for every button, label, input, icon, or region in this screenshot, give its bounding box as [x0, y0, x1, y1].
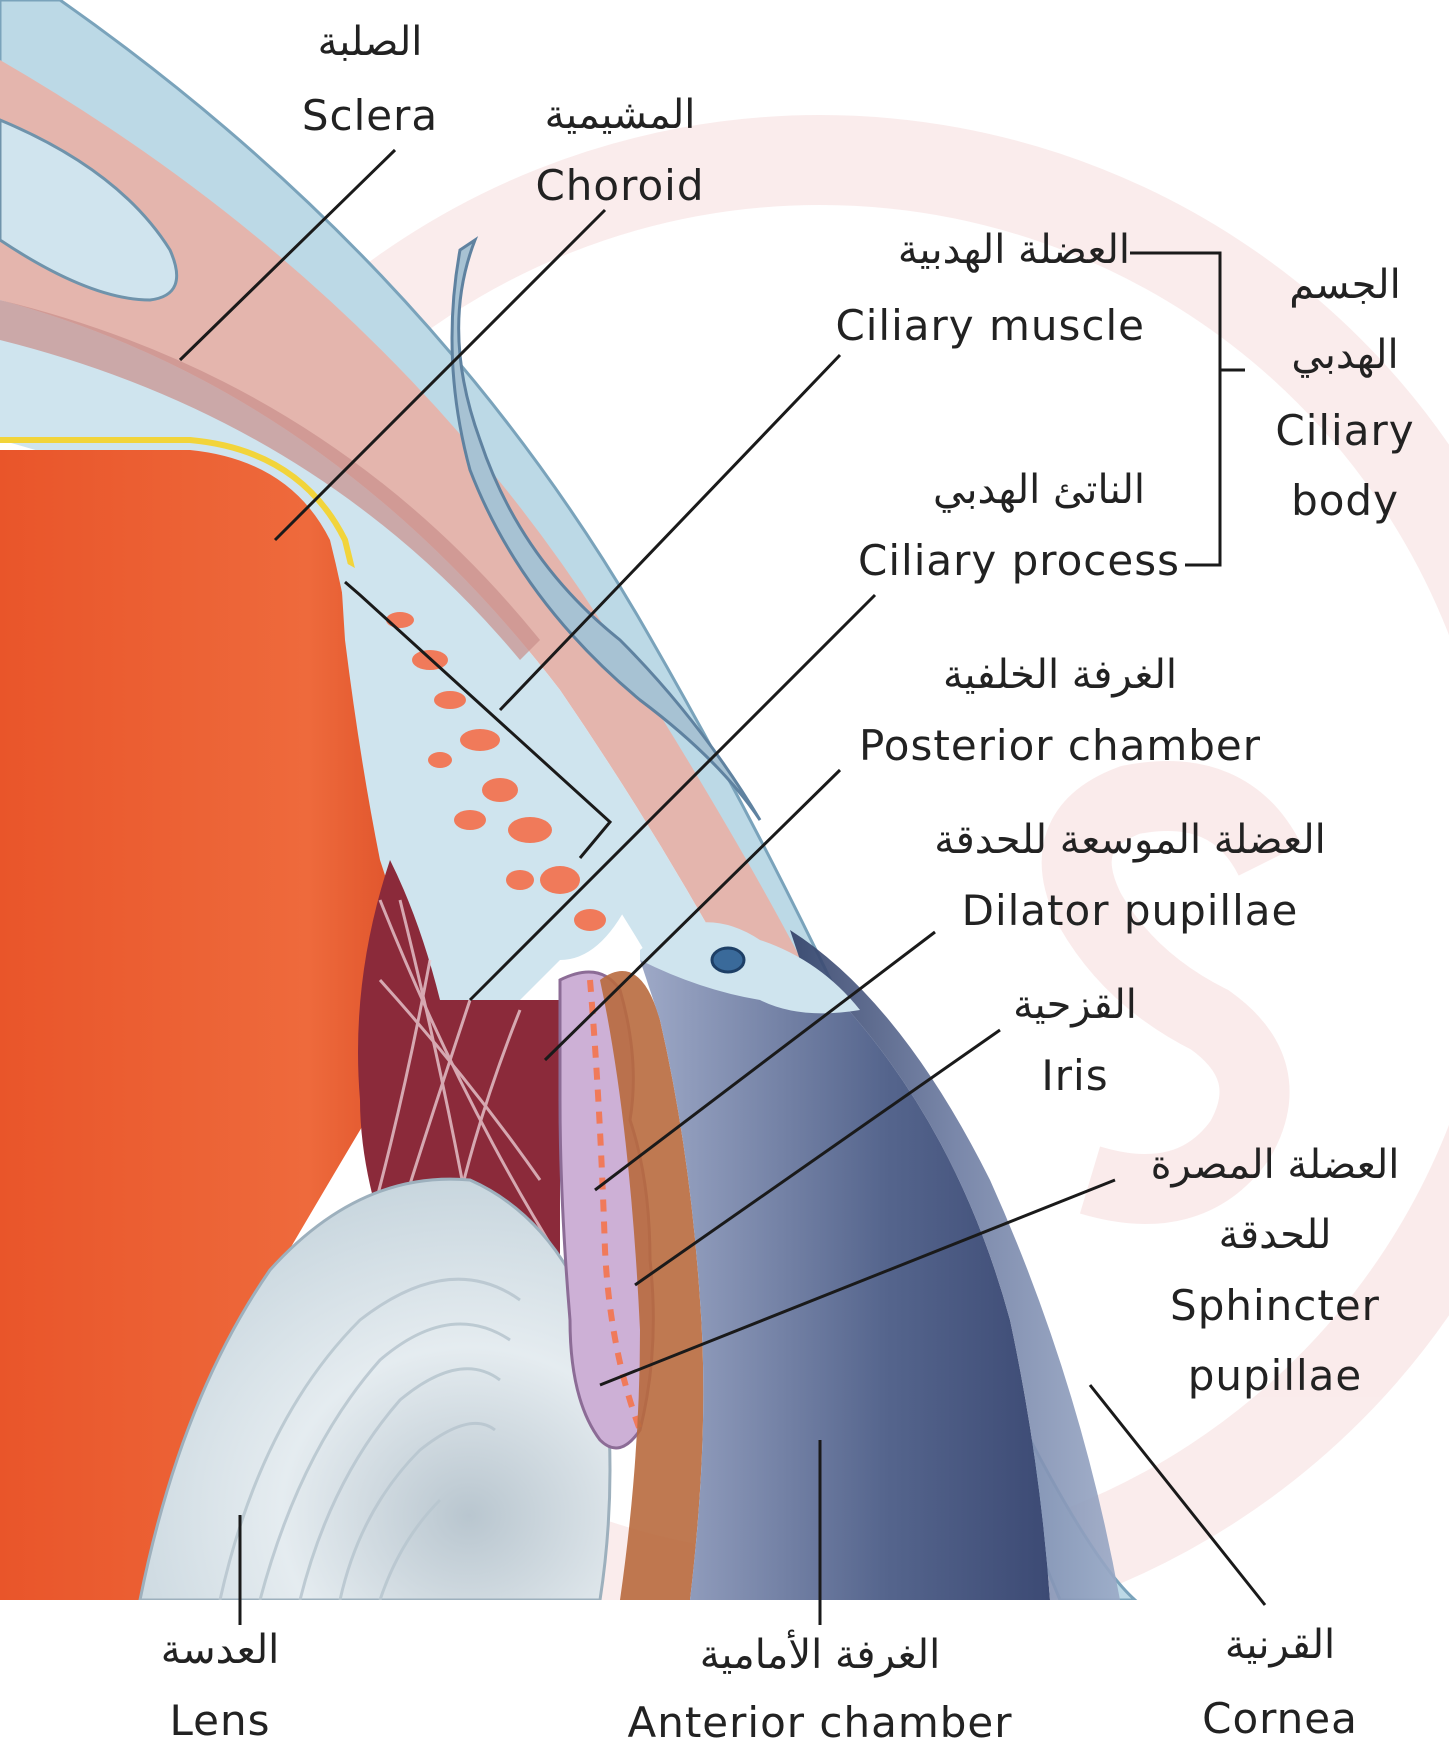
label-ciliary-muscle-en: Ciliary muscle	[780, 305, 1145, 347]
label-ciliary-process-en: Ciliary process	[760, 540, 1180, 582]
anterior-chamber	[640, 930, 1050, 1600]
label-ciliary-body-en1: Ciliary	[1250, 410, 1440, 452]
schlemm-canal	[712, 948, 744, 972]
label-ciliary-body-ar1: الجسم	[1250, 265, 1440, 305]
label-lens-ar: العدسة	[120, 1630, 320, 1670]
label-sphincter-pupillae-ar1: العضلة المصرة	[1110, 1145, 1440, 1185]
label-choroid-ar: المشيمية	[505, 95, 735, 135]
label-dilator-pupillae-en: Dilator pupillae	[920, 890, 1340, 932]
label-ciliary-process-ar: الناتئ الهدبي	[780, 470, 1145, 510]
label-iris-ar: القزحية	[970, 985, 1180, 1025]
label-iris-en: Iris	[970, 1055, 1180, 1097]
label-lens-en: Lens	[120, 1700, 320, 1742]
label-sphincter-pupillae-en1: Sphincter	[1110, 1285, 1440, 1327]
label-dilator-pupillae-ar: العضلة الموسعة للحدقة	[860, 820, 1400, 860]
label-anterior-chamber-ar: الغرفة الأمامية	[580, 1635, 1060, 1675]
label-cornea-en: Cornea	[1180, 1698, 1380, 1740]
label-ciliary-body-ar2: الهدبي	[1250, 335, 1440, 375]
label-ciliary-muscle-ar: العضلة الهدبية	[780, 230, 1130, 270]
label-anterior-chamber-en: Anterior chamber	[540, 1702, 1100, 1744]
label-sphincter-pupillae-en2: pupillae	[1110, 1355, 1440, 1397]
label-posterior-chamber-ar: الغرفة الخلفية	[860, 655, 1260, 695]
label-sphincter-pupillae-ar2: للحدقة	[1110, 1215, 1440, 1255]
label-choroid-en: Choroid	[505, 165, 735, 207]
label-ciliary-body-en2: body	[1250, 480, 1440, 522]
label-cornea-ar: القرنية	[1180, 1625, 1380, 1665]
label-posterior-chamber-en: Posterior chamber	[820, 725, 1300, 767]
label-sclera-ar: الصلبة	[270, 22, 470, 62]
label-sclera-en: Sclera	[270, 95, 470, 137]
